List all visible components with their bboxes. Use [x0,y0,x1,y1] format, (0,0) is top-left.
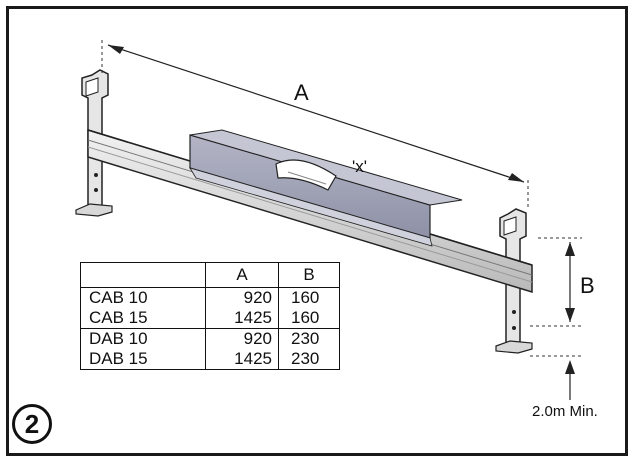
model-cell: CAB 10 CAB 15 [80,287,206,329]
dimension-a-value: 1425 [234,349,272,368]
model-name: CAB 15 [89,308,148,327]
table-row: DAB 10 DAB 15 920 1425 230 230 [80,328,340,370]
spirit-level [189,129,463,247]
dimension-b-value: 160 [291,308,320,327]
table-header-cell: A [205,262,279,288]
dimension-b-value: 230 [291,349,320,368]
dimension-b-value: 230 [291,329,320,348]
dimension-b-label: B [580,273,595,298]
dimension-a-cell: 920 1425 [205,328,279,370]
dimension-table: A B CAB 10 CAB 15 920 1425 160 160 DAB 1… [80,262,340,370]
model-name: DAB 10 [89,329,148,348]
table-header-cell [80,262,206,288]
dimension-a [101,40,529,210]
min-height-marker [530,355,582,400]
model-name: CAB 10 [89,288,148,307]
dimension-a-value: 1425 [234,308,272,327]
dimension-b-cell: 230 230 [278,328,340,370]
dimension-b-value: 160 [291,288,320,307]
level-mark-label: 'x' [352,157,367,176]
model-cell: DAB 10 DAB 15 [80,328,206,370]
dimension-b [530,237,582,327]
dimension-a-label: A [294,80,309,105]
table-row: CAB 10 CAB 15 920 1425 160 160 [80,287,340,329]
dimension-a-value: 920 [243,329,272,348]
step-number-badge: 2 [12,404,52,444]
table-header-cell: B [278,262,340,288]
model-name: DAB 15 [89,349,148,368]
table-header-row: A B [80,262,340,288]
dimension-b-cell: 160 160 [278,287,340,329]
min-height-label: 2.0m Min. [532,403,598,420]
dimension-a-cell: 920 1425 [205,287,279,329]
dimension-a-value: 920 [243,288,272,307]
